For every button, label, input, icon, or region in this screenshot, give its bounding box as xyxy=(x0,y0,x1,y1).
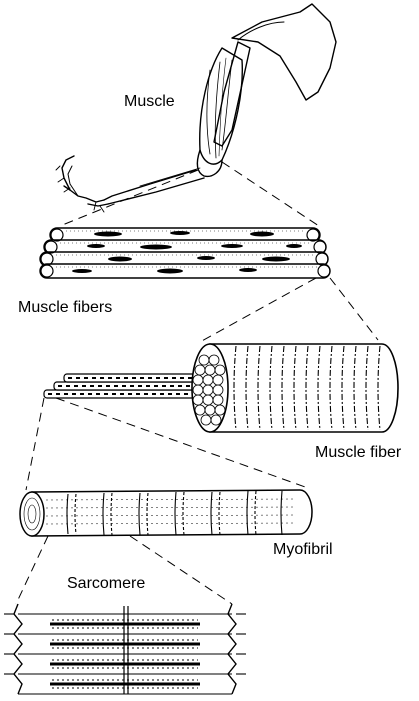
arm-illustration xyxy=(56,4,336,212)
z-disc-right xyxy=(228,604,236,694)
label-myofibril: Myofibril xyxy=(273,542,333,558)
label-sarcomere: Sarcomere xyxy=(67,576,145,592)
myofibril xyxy=(20,490,312,536)
muscle-fibers-bundle xyxy=(40,228,330,278)
zoom-lines-fibers-to-fiber xyxy=(200,278,378,342)
label-muscle-fiber: Muscle fiber xyxy=(315,445,401,461)
zoom-lines-myofibril-to-sarcomere xyxy=(16,536,232,604)
label-muscle-fibers: Muscle fibers xyxy=(18,300,112,316)
muscle-fiber-cylinder xyxy=(44,344,398,432)
sarcomere xyxy=(4,604,246,694)
label-muscle: Muscle xyxy=(124,94,175,110)
z-disc-left xyxy=(14,604,22,694)
